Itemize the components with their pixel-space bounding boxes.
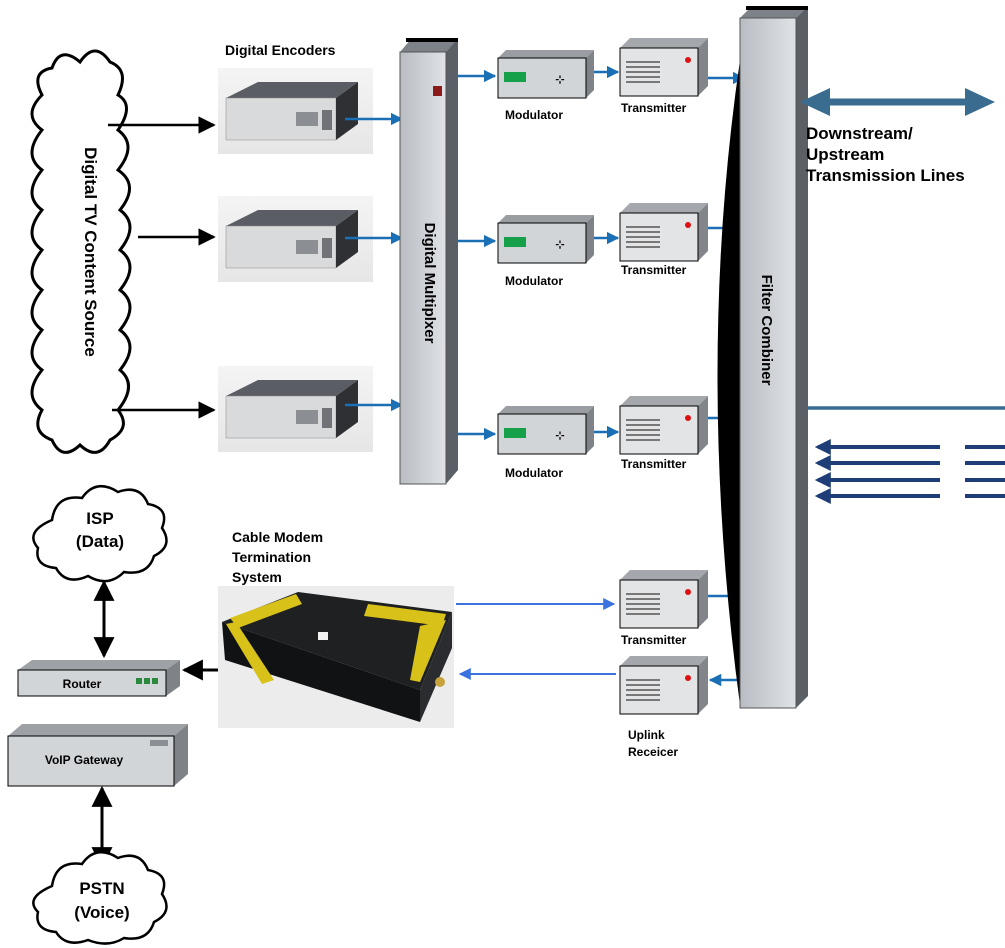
modulator-3-label: Modulator xyxy=(505,466,563,480)
router: Router xyxy=(17,660,180,697)
digital-encoders-label: Digital Encoders xyxy=(225,42,336,58)
uplink-receiver-label-2: Receicer xyxy=(628,745,678,759)
mux-to-modulator-arrows xyxy=(458,69,497,441)
filter-combiner: Filter Combiner xyxy=(717,6,808,709)
cmts-label-2: Termination xyxy=(232,549,311,565)
transmitter-3-label: Transmitter xyxy=(621,457,687,471)
digital-multiplexer: Digital Multiplxer xyxy=(399,38,458,485)
cmts-device xyxy=(218,586,454,728)
svg-text:⊹: ⊹ xyxy=(555,430,564,442)
uplink-receiver xyxy=(619,656,708,715)
multiplexer-label: Digital Multiplxer xyxy=(421,223,438,344)
digital-encoder-3 xyxy=(218,366,373,452)
content-source-cloud: Digital TV Content Source xyxy=(30,49,132,454)
uplink-receiver-label-1: Uplink xyxy=(628,728,665,742)
svg-text:⊹: ⊹ xyxy=(555,239,564,251)
modulator-1-label: Modulator xyxy=(505,108,563,122)
transmission-label-1: Downstream/ xyxy=(806,124,913,143)
transmitter-2-label: Transmitter xyxy=(621,263,687,277)
cmts-label-3: System xyxy=(232,569,282,585)
transmitter-1 xyxy=(619,38,708,97)
transmitter-2 xyxy=(619,203,708,262)
isp-label-2: (Data) xyxy=(76,532,124,551)
content-source-label: Digital TV Content Source xyxy=(81,147,100,357)
transmitter-4 xyxy=(619,570,708,629)
modulator-2-label: Modulator xyxy=(505,274,563,288)
svg-text:⊹: ⊹ xyxy=(555,74,564,86)
modulator-2: ⊹ xyxy=(497,215,594,264)
source-to-encoder-arrows xyxy=(108,116,216,419)
transmission-double-arrow xyxy=(800,88,995,116)
modulator-3: ⊹ xyxy=(497,406,594,455)
cmts-label-1: Cable Modem xyxy=(232,529,323,545)
transmitter-3 xyxy=(619,396,708,455)
filter-combiner-label: Filter Combiner xyxy=(758,275,775,386)
router-label: Router xyxy=(63,677,102,691)
transmitter-1-label: Transmitter xyxy=(621,101,687,115)
upstream-lines xyxy=(814,439,1005,504)
pstn-label-1: PSTN xyxy=(79,879,124,898)
transmission-label-3: Transmission Lines xyxy=(806,166,965,185)
modulator-1: ⊹ xyxy=(497,50,594,99)
pstn-cloud: PSTN (Voice) xyxy=(32,851,168,945)
transmitter-4-label: Transmitter xyxy=(621,633,687,647)
isp-label-1: ISP xyxy=(86,509,113,528)
isp-cloud: ISP (Data) xyxy=(32,485,168,583)
encoder-to-mux-arrows xyxy=(345,112,404,412)
voip-gateway: VoIP Gateway xyxy=(7,724,188,787)
modulator-to-transmitter-arrows xyxy=(594,65,620,439)
digital-encoder-1 xyxy=(218,68,373,154)
voip-label: VoIP Gateway xyxy=(45,753,124,767)
transmission-label-2: Upstream xyxy=(806,145,884,164)
pstn-label-2: (Voice) xyxy=(74,903,129,922)
cmts-links xyxy=(456,598,616,680)
